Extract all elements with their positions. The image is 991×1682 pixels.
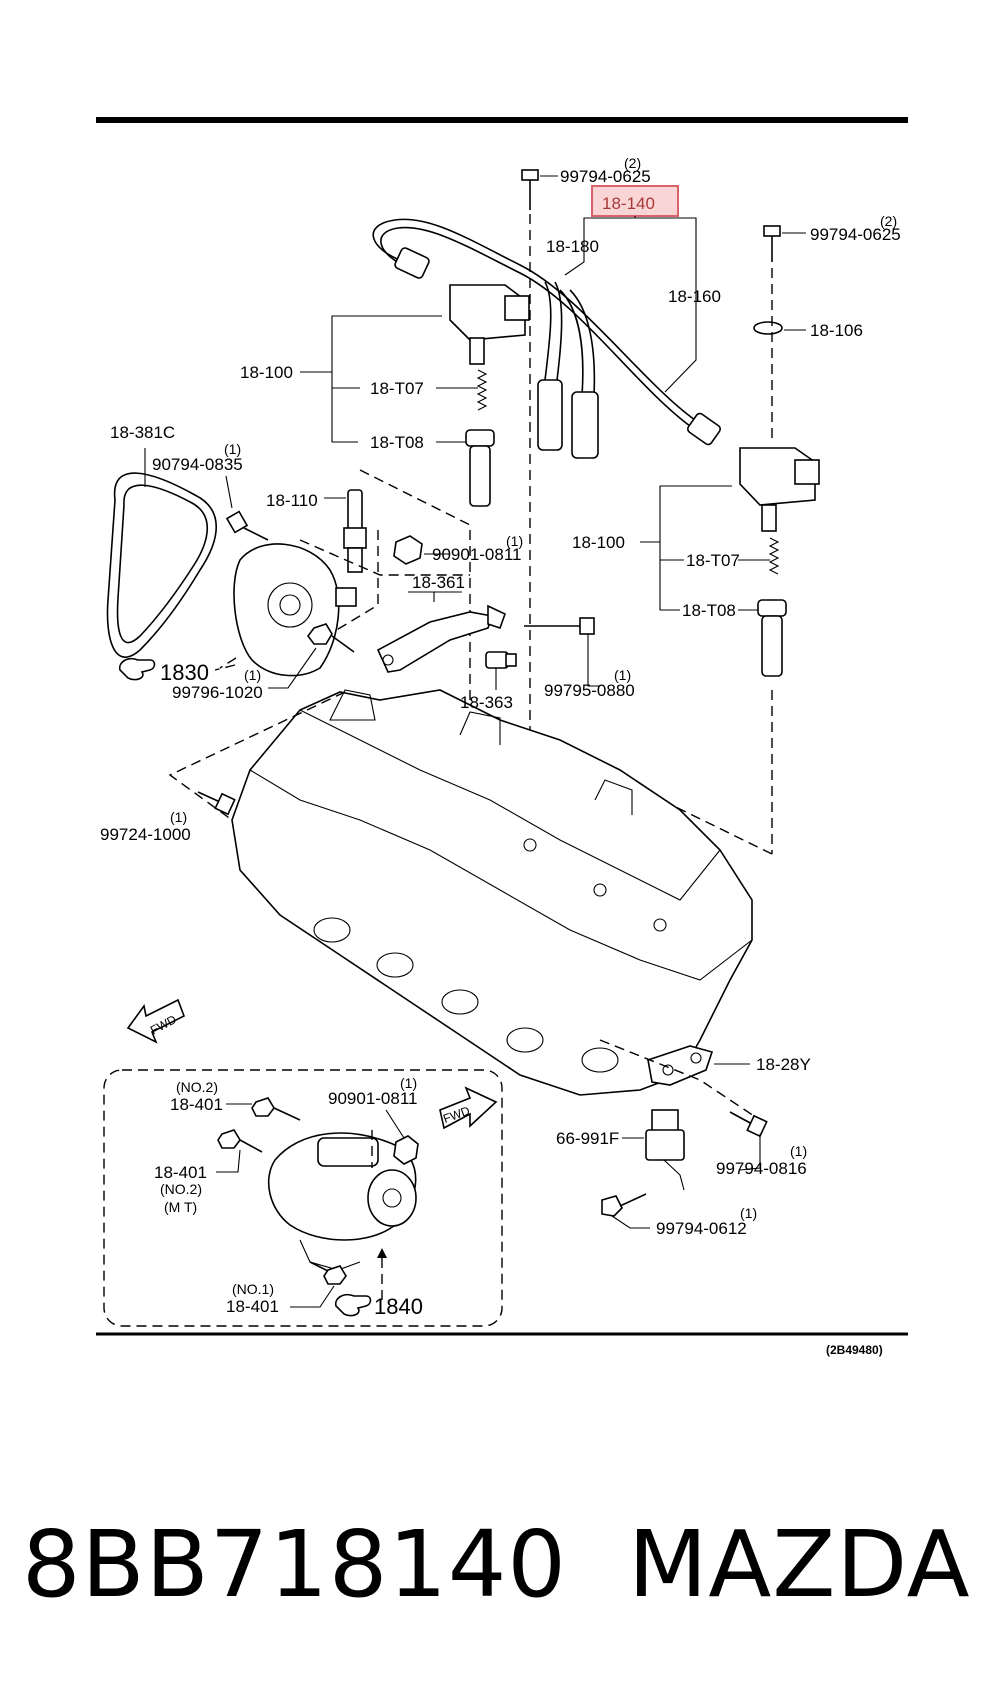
callout-18-401-c: 18-401 bbox=[226, 1297, 279, 1316]
hand-pointer-1840-icon bbox=[334, 1293, 372, 1317]
bolt-99796-1020 bbox=[307, 623, 355, 653]
callout-18-180: 18-180 bbox=[546, 237, 599, 256]
callout-18-361: 18-361 bbox=[412, 573, 465, 592]
nut-90901-0811-b bbox=[393, 1135, 419, 1165]
hand-pointer-1830-icon bbox=[118, 657, 156, 681]
bracket-18-361 bbox=[376, 604, 506, 673]
no2-label-a: (NO.2) bbox=[176, 1079, 218, 1095]
callout-99794-0612: 99794-0612 bbox=[656, 1219, 747, 1238]
callout-18-100-b: 18-100 bbox=[572, 533, 625, 552]
ignition-wire-set bbox=[372, 218, 722, 459]
callout-18-140: 18-140 bbox=[602, 194, 655, 213]
starter-motor bbox=[267, 1132, 417, 1271]
bolt-99794-0625-right bbox=[763, 225, 781, 262]
callout-90901-0811-a: 90901-0811 bbox=[432, 545, 522, 564]
callout-18-T07-b: 18-T07 bbox=[686, 551, 740, 570]
cylinder-head bbox=[231, 689, 753, 1096]
bolt-99794-0816 bbox=[729, 1111, 768, 1138]
bolt-18-401-b bbox=[217, 1129, 263, 1153]
drive-belt-18-381C bbox=[106, 472, 217, 658]
callout-18-100-a: 18-100 bbox=[240, 363, 293, 382]
callout-66-991F: 66-991F bbox=[556, 1129, 619, 1148]
callout-18-28Y: 18-28Y bbox=[756, 1055, 811, 1074]
fwd-arrow-a-icon bbox=[126, 998, 186, 1044]
bolt-99724-1000 bbox=[197, 791, 236, 816]
bolt-90794-0835 bbox=[225, 510, 269, 541]
qty-99794-0625-b: (2) bbox=[880, 213, 897, 229]
callout-18-363: 18-363 bbox=[460, 693, 513, 712]
bolt-99794-0612 bbox=[601, 1193, 647, 1217]
callout-18-T07-a: 18-T07 bbox=[370, 379, 424, 398]
callout-99794-0816: 99794-0816 bbox=[716, 1159, 807, 1178]
bolt-99795-0880 bbox=[524, 617, 595, 635]
nut-90901-0811-a bbox=[393, 535, 423, 565]
alternator-housing bbox=[233, 543, 357, 677]
diagram-code: (2B49480) bbox=[826, 1343, 883, 1357]
qty-90794-0835: (1) bbox=[224, 441, 241, 457]
ignition-coil-a bbox=[449, 284, 530, 507]
callout-18-401-a: 18-401 bbox=[170, 1095, 223, 1114]
mt-label: (M T) bbox=[164, 1199, 197, 1215]
callout-18-T08-a: 18-T08 bbox=[370, 433, 424, 452]
callout-99796-1020: 99796-1020 bbox=[172, 683, 263, 702]
callout-18-110: 18-110 bbox=[266, 491, 318, 510]
callout-1830: 1830 bbox=[160, 660, 209, 685]
no2-label-b: (NO.2) bbox=[160, 1181, 202, 1197]
footer: 8BB718140 MAZDA bbox=[0, 1510, 991, 1630]
callout-99794-0625-a: 99794-0625 bbox=[560, 167, 651, 186]
bolt-18-401-a bbox=[251, 1097, 301, 1121]
qty-99794-0612: (1) bbox=[740, 1205, 757, 1221]
callout-90794-0835: 90794-0835 bbox=[152, 455, 243, 474]
callout-1840: 1840 bbox=[374, 1294, 423, 1319]
spark-plug-18-110 bbox=[343, 489, 367, 573]
parts-diagram: FWD bbox=[96, 117, 908, 1357]
qty-90901-0811-a: (1) bbox=[506, 533, 523, 549]
callout-18-401-b: 18-401 bbox=[154, 1163, 207, 1182]
brand-name: MAZDA bbox=[628, 1511, 971, 1618]
qty-99794-0625-a: (2) bbox=[624, 155, 641, 171]
qty-90901-0811-b: (1) bbox=[400, 1075, 417, 1091]
qty-99796-1020: (1) bbox=[244, 667, 261, 683]
callout-99795-0880: 99795-0880 bbox=[544, 681, 635, 700]
ignition-coil-b bbox=[739, 447, 820, 677]
qty-99724-1000: (1) bbox=[170, 809, 187, 825]
bolt-18-401-c bbox=[309, 1261, 347, 1285]
bolt-99794-0625-top bbox=[521, 169, 539, 210]
fwd-label-b: FWD bbox=[441, 1103, 472, 1126]
callout-99724-1000: 99724-1000 bbox=[100, 825, 191, 844]
callout-18-106: 18-106 bbox=[810, 321, 863, 340]
callout-90901-0811-b: 90901-0811 bbox=[328, 1089, 418, 1108]
callout-18-381C: 18-381C bbox=[110, 423, 175, 442]
sensor-18-363 bbox=[485, 651, 517, 669]
callout-18-T08-b: 18-T08 bbox=[682, 601, 736, 620]
callout-18-160: 18-160 bbox=[668, 287, 721, 306]
relay-66-991F bbox=[645, 1109, 685, 1191]
qty-99794-0816: (1) bbox=[790, 1143, 807, 1159]
bracket-18-28Y bbox=[647, 1045, 714, 1086]
callout-99794-0625-b: 99794-0625 bbox=[810, 225, 901, 244]
no1-label: (NO.1) bbox=[232, 1281, 274, 1297]
starter-inset-box bbox=[103, 1069, 503, 1327]
fwd-arrow-b-icon bbox=[439, 1086, 498, 1130]
qty-99795-0880: (1) bbox=[614, 667, 631, 683]
part-number: 8BB718140 bbox=[22, 1511, 567, 1618]
